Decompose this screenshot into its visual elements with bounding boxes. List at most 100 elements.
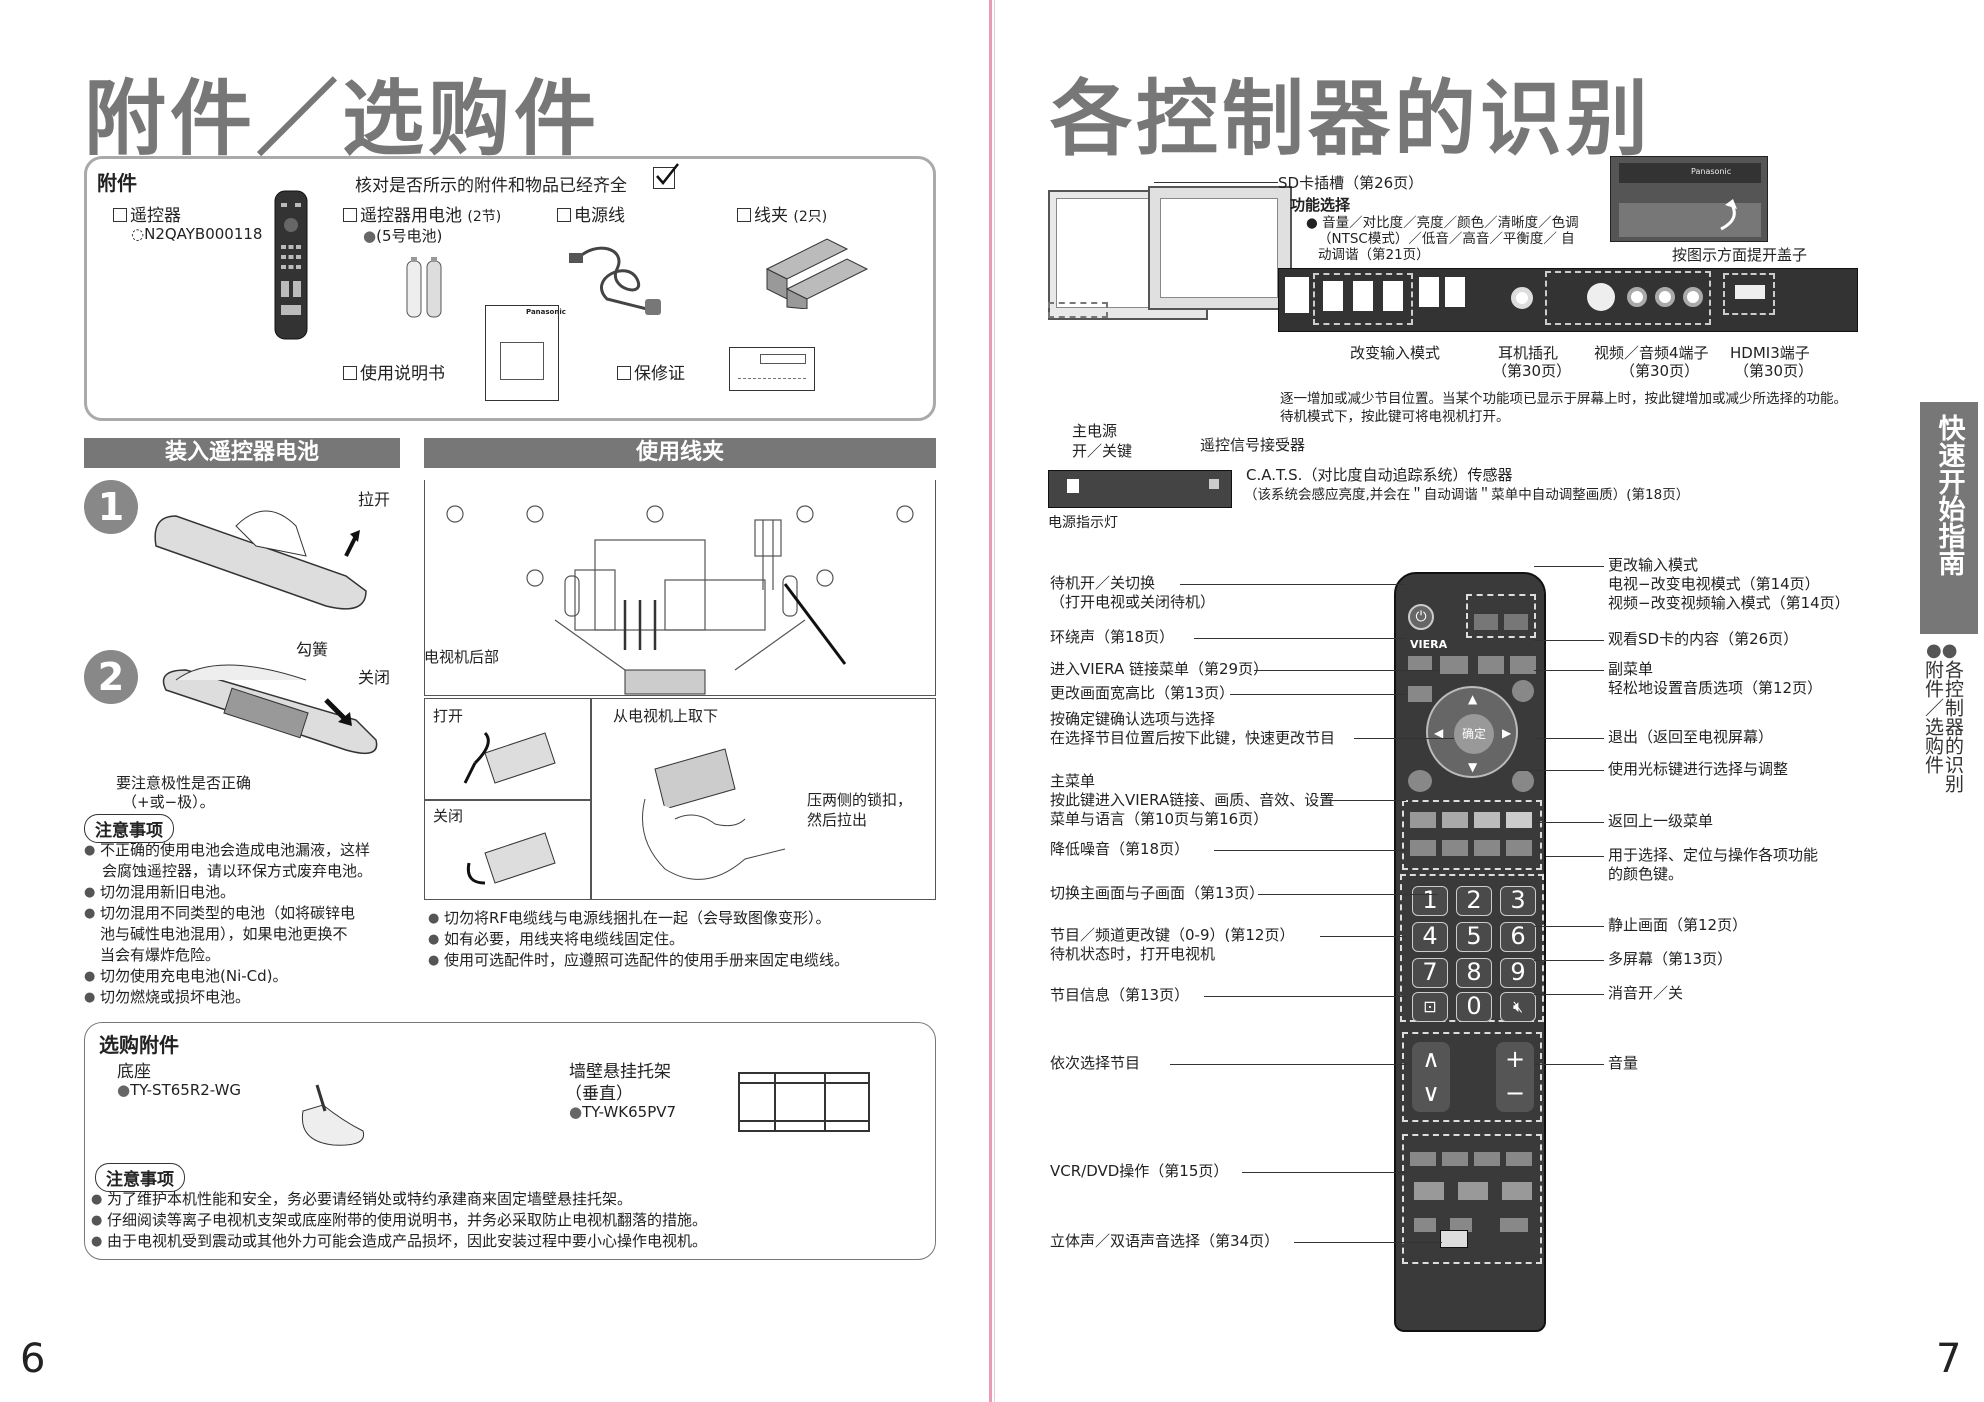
info-button[interactable]: ⊡ (1412, 992, 1448, 1022)
multi-window-button[interactable] (1474, 840, 1500, 856)
ok-button[interactable]: 确定 (1454, 714, 1494, 754)
digit-3-button[interactable]: 3 (1500, 886, 1536, 916)
power-cord-image (567, 239, 677, 323)
green-key[interactable] (1442, 812, 1468, 828)
play-button[interactable] (1502, 1182, 1532, 1200)
audio-left-jack (1655, 287, 1675, 307)
item-clamp: 线夹 (2只) (737, 201, 827, 226)
record-button[interactable] (1450, 1218, 1472, 1232)
digit-8-button[interactable]: 8 (1456, 958, 1492, 988)
leader-line (1242, 1172, 1406, 1173)
freeze-button[interactable] (1506, 840, 1532, 856)
ch-up-button[interactable] (1353, 281, 1373, 311)
leader-line (1534, 670, 1604, 671)
leader-line (1534, 640, 1604, 641)
clamp-remove-illustration (625, 729, 795, 898)
numeric-keypad: 1 2 3 4 5 6 7 8 9 ⊡ 0 🔇︎ (1400, 874, 1544, 1022)
noise-reduction-button[interactable] (1410, 840, 1436, 856)
tv-side-screen (1160, 198, 1278, 298)
digit-0-button[interactable]: 0 (1456, 992, 1492, 1022)
digit-4-button[interactable]: 4 (1412, 922, 1448, 952)
label-menu: 主菜单 (1050, 772, 1096, 790)
label-multi: 多屏幕（第13页） (1608, 950, 1733, 968)
pause-button[interactable] (1458, 1182, 1488, 1200)
red-key[interactable] (1410, 812, 1436, 828)
aspect-button[interactable] (1408, 686, 1432, 702)
label-input-mode-2: 电视−改变电视模式（第14页） (1608, 575, 1820, 593)
vcr-ch-up[interactable] (1442, 1152, 1468, 1166)
checkbox-icon (113, 208, 127, 222)
item-warranty: 保修证 (617, 359, 685, 384)
side-sub-2: 各控制器的识别 (1942, 660, 1964, 793)
vcr-dvd-group (1402, 1134, 1542, 1264)
rewind-button[interactable] (1474, 1152, 1500, 1166)
vcr-power-button[interactable] (1414, 1218, 1436, 1232)
sd-leader (1154, 182, 1278, 183)
viera-link-button[interactable] (1440, 656, 1468, 674)
digit-2-button[interactable]: 2 (1456, 886, 1492, 916)
return-button[interactable] (1512, 770, 1534, 792)
digit-9-button[interactable]: 9 (1500, 958, 1536, 988)
polarity-note-2: （+或−极）。 (122, 793, 215, 811)
headphone-jack (1511, 287, 1533, 309)
digit-1-button[interactable]: 1 (1412, 886, 1448, 916)
tv-back-diagram (424, 480, 936, 696)
clamp-steps-frame: 打开 关闭 从电视机上取下 压两侧的锁扣， 然后拉出 (424, 698, 936, 900)
digit-5-button[interactable]: 5 (1456, 922, 1492, 952)
yellow-key[interactable] (1474, 812, 1500, 828)
input-button[interactable] (1445, 277, 1465, 307)
av-input-button[interactable] (1504, 614, 1528, 630)
channel-rocker[interactable]: ∧∨ (1412, 1042, 1450, 1112)
battery-note-item: 切勿混用不同类型的电池（如将碳锌电 (84, 903, 404, 924)
clamp-note-item: 如有必要，用线夹将电缆线固定住。 (428, 929, 938, 950)
vol-down-button[interactable] (1383, 281, 1403, 311)
standby-button[interactable]: ⏻ (1408, 604, 1434, 630)
page-number-left: 6 (20, 1336, 46, 1382)
menu-button[interactable] (1408, 770, 1432, 792)
cursor-down-icon[interactable]: ▼ (1468, 760, 1478, 774)
vol-up-button[interactable] (1419, 277, 1439, 307)
leader-line (1534, 738, 1604, 739)
cursor-up-icon[interactable]: ▲ (1468, 692, 1478, 706)
item-batteries: 遥控器用电池 (2节) (343, 201, 501, 226)
swap-button[interactable] (1442, 840, 1468, 856)
hdmi3-terminal-group (1723, 273, 1775, 315)
sd-card-button[interactable] (1510, 656, 1536, 674)
page-fold (989, 0, 992, 1402)
cursor-right-icon[interactable]: ▶ (1502, 726, 1512, 740)
accessories-box: 附件 核对是否所示的附件和物品已经齐全 遥控器 ◌N2QAYB000118 遥控… (84, 156, 936, 421)
vcr-dvd-switch[interactable] (1500, 1218, 1528, 1232)
ch-down-button[interactable] (1323, 281, 1343, 311)
main-power-switch[interactable] (1067, 479, 1079, 493)
ffwd-button[interactable] (1506, 1152, 1532, 1166)
func-button[interactable] (1285, 277, 1309, 313)
label-viera-link: 进入VIERA 链接菜单（第29页） (1050, 660, 1269, 678)
option-button[interactable] (1478, 656, 1504, 674)
cursor-pad[interactable]: 确定 ▲ ▼ ◀ ▶ (1426, 686, 1518, 778)
remote-image (273, 189, 309, 345)
exit-button[interactable] (1512, 680, 1534, 702)
leader-line (1534, 1064, 1604, 1065)
vcr-ch-down[interactable] (1410, 1152, 1436, 1166)
battery-section-title: 装入遥控器电池 (84, 438, 400, 468)
tv-input-button[interactable] (1474, 614, 1498, 630)
cursor-left-icon[interactable]: ◀ (1434, 726, 1444, 740)
digit-6-button[interactable]: 6 (1500, 922, 1536, 952)
surround-button[interactable] (1408, 656, 1432, 670)
volume-rocker[interactable]: +− (1496, 1042, 1534, 1112)
optional-note-item: 仔细阅读等离子电视机支架或底座附带的使用说明书，并务必采取防止电视机翻落的措施。 (91, 1210, 931, 1231)
cover-note: 按图示方面提开盖子 (1672, 246, 1808, 264)
func-desc-2: （NTSC模式）／低音／高音／平衡度／ 自 (1318, 231, 1575, 247)
digit-7-button[interactable]: 7 (1412, 958, 1448, 988)
label-menu-2: 按此键进入VIERA链接、画质、音效、设置 (1050, 791, 1335, 809)
clamp-pull-label: 然后拉出 (807, 811, 868, 829)
blue-key[interactable] (1506, 812, 1532, 828)
stop-button[interactable] (1414, 1182, 1444, 1200)
label-noise: 降低噪音（第18页） (1050, 840, 1190, 858)
accessories-heading: 附件 (97, 171, 137, 195)
mute-button[interactable]: 🔇︎ (1500, 992, 1536, 1022)
leader-line (1534, 994, 1604, 995)
stereo-bilingual-button[interactable] (1440, 1230, 1468, 1248)
warranty-image (729, 347, 815, 391)
func-desc-3: 动调谐（第21页） (1318, 247, 1430, 263)
